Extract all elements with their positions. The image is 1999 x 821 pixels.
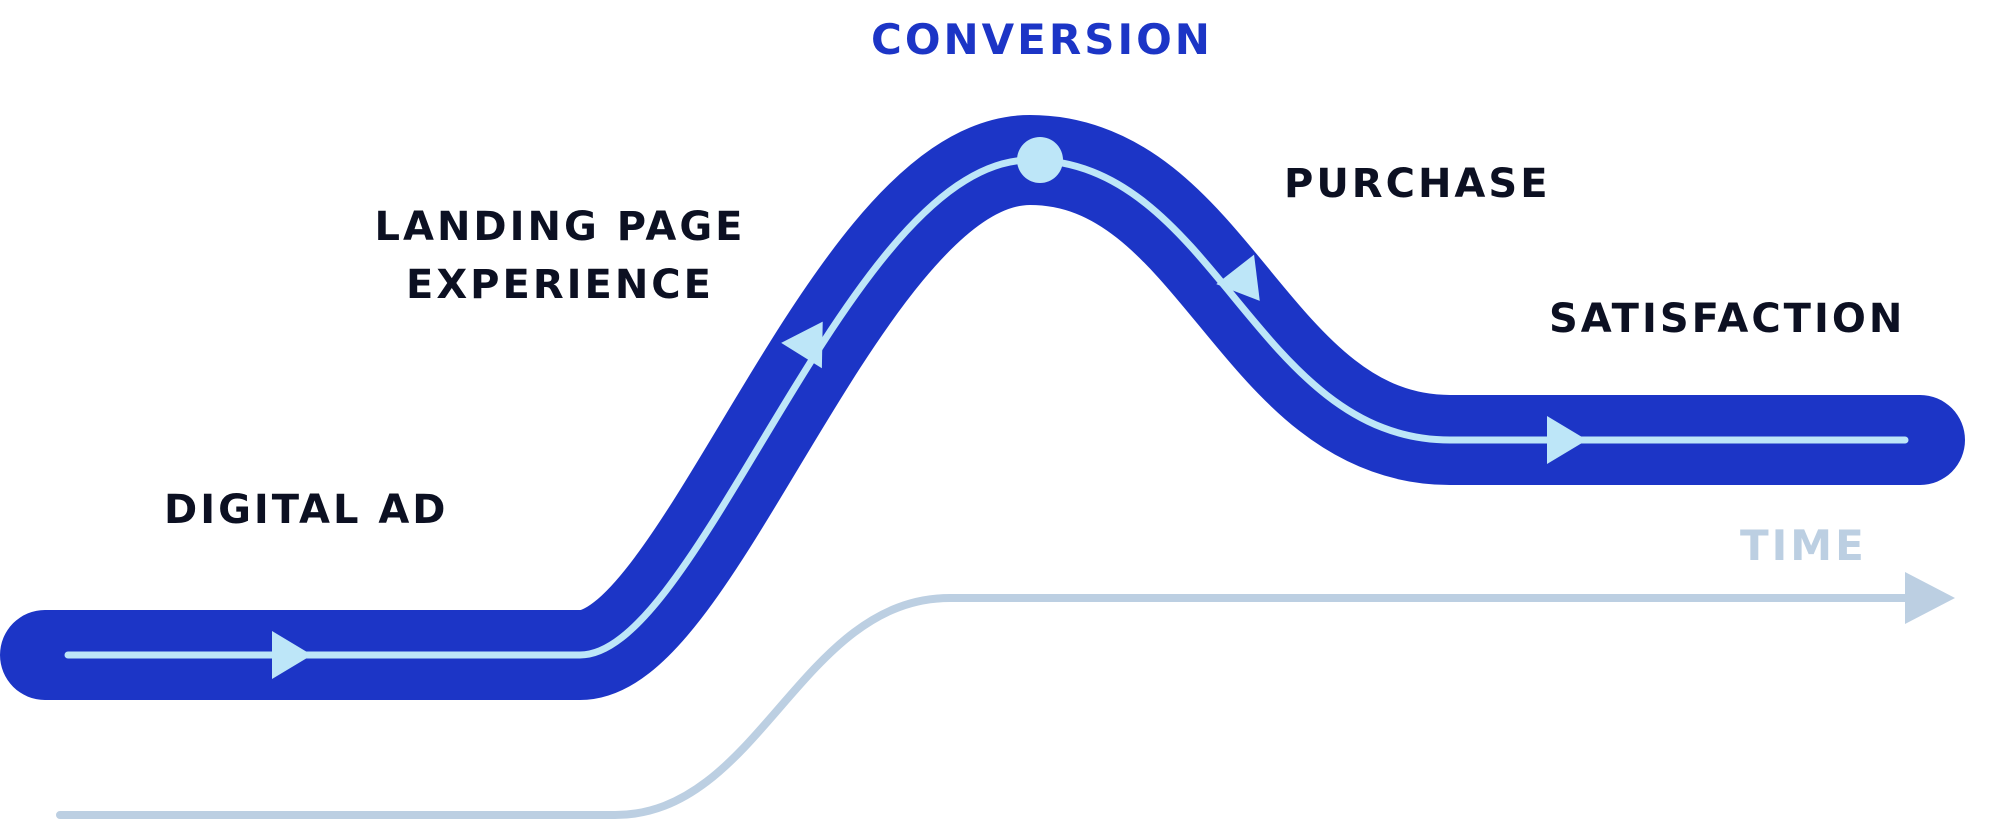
time-axis-line: [56, 594, 1914, 819]
direction-arrow-landing-page-icon: [781, 321, 823, 369]
label-conversion: CONVERSION: [871, 15, 1213, 64]
journey-track: [0, 115, 1965, 700]
direction-arrow-digital-ad-icon: [272, 631, 312, 679]
conversion-point-marker: [1017, 137, 1063, 183]
label-landing-line1: LANDING PAGE: [374, 204, 746, 250]
label-landing-line2: EXPERIENCE: [406, 262, 714, 308]
direction-arrow-purchase-icon: [1216, 254, 1260, 301]
label-satisfaction: SATISFACTION: [1549, 296, 1906, 342]
direction-arrow-satisfaction-icon: [1547, 416, 1587, 464]
label-digital-ad: DIGITAL AD: [164, 487, 449, 533]
time-arrow-head-icon: [1905, 572, 1955, 624]
label-purchase: PURCHASE: [1284, 161, 1551, 207]
label-landing-page-experience: LANDING PAGE EXPERIENCE: [360, 207, 760, 305]
label-time: TIME: [1740, 521, 1867, 570]
